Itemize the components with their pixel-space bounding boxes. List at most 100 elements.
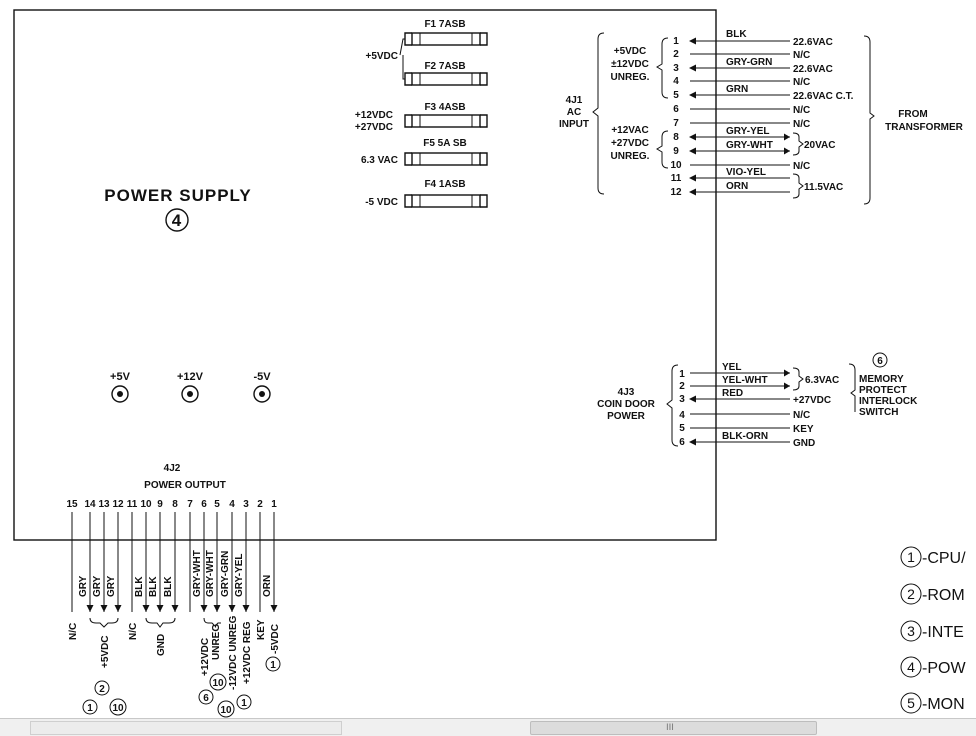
j2-pin-11: 11 bbox=[127, 499, 138, 510]
fuse-f5-icon bbox=[404, 152, 488, 166]
j2-wire-colors: GRY GRY GRY BLK BLK BLK GRY-WHT GRY-WHT … bbox=[78, 550, 273, 597]
j1-pin-5: 5 bbox=[673, 90, 679, 101]
j2-wire-8: BLK bbox=[163, 576, 174, 597]
j2-ref-e: 10 bbox=[212, 678, 224, 689]
test-point-plus12-label: +12V bbox=[177, 371, 204, 383]
power-supply-box bbox=[13, 9, 717, 541]
j3-pin-4: 4 bbox=[679, 410, 685, 421]
j2-pin-14: 14 bbox=[84, 499, 96, 510]
test-point-minus5-label: -5V bbox=[253, 371, 271, 383]
fuse-label-f5: F5 5A SB bbox=[423, 138, 467, 149]
j2-wires bbox=[71, 512, 275, 612]
j1-pin-7: 7 bbox=[673, 118, 679, 129]
j2-signal-12vdc: +12VDC bbox=[200, 638, 211, 676]
j2-wire-14: GRY bbox=[78, 575, 89, 597]
j1-signal-3: 22.6VAC bbox=[793, 64, 833, 75]
j2-signal-plus12reg: +12VDC REG bbox=[242, 621, 253, 684]
j1-title-1: 4J1 bbox=[566, 95, 583, 106]
j2-pin-8: 8 bbox=[172, 499, 178, 510]
j1-wire-gry-wht: GRY-WHT bbox=[726, 140, 773, 151]
j1-wire-vio-yel: VIO-YEL bbox=[726, 167, 766, 178]
legend-num-3: 3 bbox=[907, 623, 915, 639]
j3-pin-5: 5 bbox=[679, 423, 685, 434]
j1-signal-8-9: 20VAC bbox=[804, 140, 836, 151]
test-point-plus12-icon bbox=[181, 385, 199, 403]
power-supply-title: POWER SUPPLY bbox=[104, 186, 251, 205]
j3-pin-1: 1 bbox=[679, 369, 685, 380]
fuse-f3-icon bbox=[404, 114, 488, 128]
j2-wire-6: GRY-WHT bbox=[192, 550, 203, 597]
power-supply-ref-circle bbox=[165, 208, 189, 232]
j1-pin-9: 9 bbox=[673, 146, 679, 157]
j2-pin-10: 10 bbox=[140, 499, 152, 510]
j2-pin-12: 12 bbox=[112, 499, 124, 510]
test-point-plus5-label: +5V bbox=[110, 371, 131, 383]
fuse-group-minus5: -5 VDC bbox=[365, 197, 398, 208]
j3-dest-1: MEMORY bbox=[859, 374, 904, 385]
j2-signal-15: N/C bbox=[68, 623, 79, 640]
j1-group-a-1: +5VDC bbox=[614, 46, 647, 57]
j2-ref-d: 6 bbox=[203, 693, 209, 704]
fuse-label-f2: F2 7ASB bbox=[424, 61, 465, 72]
j1-pin-1: 1 bbox=[673, 36, 679, 47]
j2-pin-15: 15 bbox=[66, 499, 78, 510]
legend-text-4: -POW bbox=[922, 660, 966, 677]
j1-signal-2: N/C bbox=[793, 50, 810, 61]
test-points: +5V +12V -5V bbox=[110, 371, 271, 403]
j2-subtitle: POWER OUTPUT bbox=[144, 480, 226, 491]
j1-wire-gry-yel: GRY-YEL bbox=[726, 126, 770, 137]
j2-ref-h: 1 bbox=[270, 660, 276, 671]
j2-signal-minus5: -5VDC bbox=[270, 624, 281, 654]
j2-signal-11: N/C bbox=[128, 623, 139, 640]
power-supply-ref: 4 bbox=[172, 211, 182, 230]
j3-pin-2: 2 bbox=[679, 381, 685, 392]
j1-group-b-2: +27VDC bbox=[611, 138, 649, 149]
j3-pin-6: 6 bbox=[679, 437, 685, 448]
j1-signal-1: 22.6VAC bbox=[793, 37, 833, 48]
j1-pin-3: 3 bbox=[673, 63, 679, 74]
horizontal-scrollbar[interactable]: III bbox=[0, 718, 976, 736]
j2-pin-6: 6 bbox=[201, 499, 207, 510]
legend-text-2: -ROM bbox=[922, 587, 965, 604]
fuse-label-f3: F3 4ASB bbox=[424, 102, 465, 113]
j1-title-2: AC bbox=[567, 107, 581, 118]
scrollbar-grip-icon: III bbox=[666, 723, 674, 733]
j2-signal-5vdc: +5VDC bbox=[100, 635, 111, 668]
j2-pin-numbers: 15 14 13 12 11 10 9 8 7 6 5 4 3 2 1 bbox=[66, 499, 277, 510]
j3-dest-ref: 6 bbox=[877, 356, 883, 367]
j1-pin-10: 10 bbox=[670, 160, 682, 171]
j2-signal-minus12: -12VDC UNREG bbox=[228, 615, 239, 690]
legend-text-3: -INTE bbox=[922, 624, 964, 641]
j2-wire-5: GRY-WHT bbox=[205, 550, 216, 597]
j1-group-b-1: +12VAC bbox=[611, 125, 648, 136]
scrollbar-track-segment[interactable] bbox=[30, 721, 342, 735]
j1-signal-5: 22.6VAC C.T. bbox=[793, 91, 854, 102]
j2-pin-7: 7 bbox=[187, 499, 193, 510]
connector-4j3: 4J3 COIN DOOR POWER 1 2 3 4 5 6 YEL YEL-… bbox=[597, 352, 918, 449]
j2-signals: N/C +5VDC N/C GND +12VDC UNREG -12VDC UN… bbox=[68, 615, 281, 690]
fuse-group-plus5: +5VDC bbox=[365, 51, 398, 62]
j2-pin-4: 4 bbox=[229, 499, 235, 510]
j2-pin-3: 3 bbox=[243, 499, 249, 510]
test-point-plus5-icon bbox=[111, 385, 129, 403]
fuse-group-plus27: +27VDC bbox=[355, 122, 393, 133]
legend: 1 -CPU/ 2 -ROM 3 -INTE 4 -POW 5 -MON bbox=[900, 546, 966, 714]
j3-dest-3: INTERLOCK bbox=[859, 396, 918, 407]
j1-wire-orn: ORN bbox=[726, 181, 748, 192]
j1-pin-2: 2 bbox=[673, 49, 679, 60]
j2-pin-2: 2 bbox=[257, 499, 263, 510]
fuse-group-vac63: 6.3 VAC bbox=[361, 155, 398, 166]
j2-ref-g: 1 bbox=[241, 698, 247, 709]
fuse-f1-icon bbox=[404, 32, 488, 46]
j1-wire-blk: BLK bbox=[726, 29, 747, 40]
scrollbar-thumb[interactable]: III bbox=[530, 721, 817, 735]
fuse-label-f4: F4 1ASB bbox=[424, 179, 465, 190]
legend-num-1: 1 bbox=[907, 549, 915, 565]
j2-signal-gnd: GND bbox=[156, 634, 167, 656]
j2-pin-5: 5 bbox=[214, 499, 220, 510]
j3-signal-1-2: 6.3VAC bbox=[805, 375, 839, 386]
j1-title-3: INPUT bbox=[559, 119, 589, 130]
j3-signal-6: GND bbox=[793, 438, 815, 449]
j2-pin-9: 9 bbox=[157, 499, 163, 510]
j1-signal-10: N/C bbox=[793, 161, 810, 172]
